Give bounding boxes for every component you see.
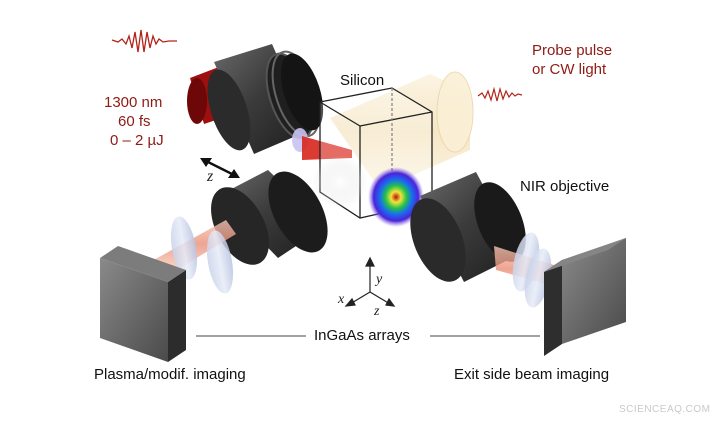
axis-z-label: z — [374, 304, 380, 319]
silicon-label: Silicon — [340, 72, 385, 89]
ingaas-arrays-label: InGaAs arrays — [314, 327, 410, 344]
plasma-imaging-label: Plasma/modif. imaging — [94, 366, 246, 383]
exit-beam-spot — [368, 167, 424, 227]
left-lens — [170, 216, 198, 280]
pump-duration-label: 60 fs — [118, 113, 151, 130]
z-translation-arrow — [200, 158, 240, 178]
right-ingaas-detector — [544, 238, 626, 356]
exit-imaging-label: Exit side beam imaging — [454, 366, 610, 383]
focused-pump-beam — [302, 136, 352, 160]
axis-x-label: x — [338, 292, 345, 307]
probe-beam — [330, 71, 474, 190]
left-ingaas-detector — [100, 246, 186, 362]
nir-objective-label: NIR objective — [520, 178, 610, 195]
plasma-region — [312, 156, 368, 208]
probe-label-line2: or CW light — [532, 61, 607, 78]
coordinate-axes — [344, 256, 396, 307]
plasma-imaging-beam — [150, 216, 236, 294]
z-translation-label: z — [207, 168, 214, 185]
axis-y-label: y — [376, 272, 383, 287]
left-lens-2 — [206, 230, 234, 294]
watermark: SCIENCEAQ.COM — [619, 404, 711, 415]
pump-wavelength-label: 1300 nm — [104, 94, 163, 111]
pump-energy-label: 0 – 2 µJ — [110, 132, 164, 149]
probe-pulse-waveform — [477, 86, 523, 103]
probe-label-line1: Probe pulse — [532, 42, 613, 59]
pump-pulse-waveform — [111, 29, 177, 53]
